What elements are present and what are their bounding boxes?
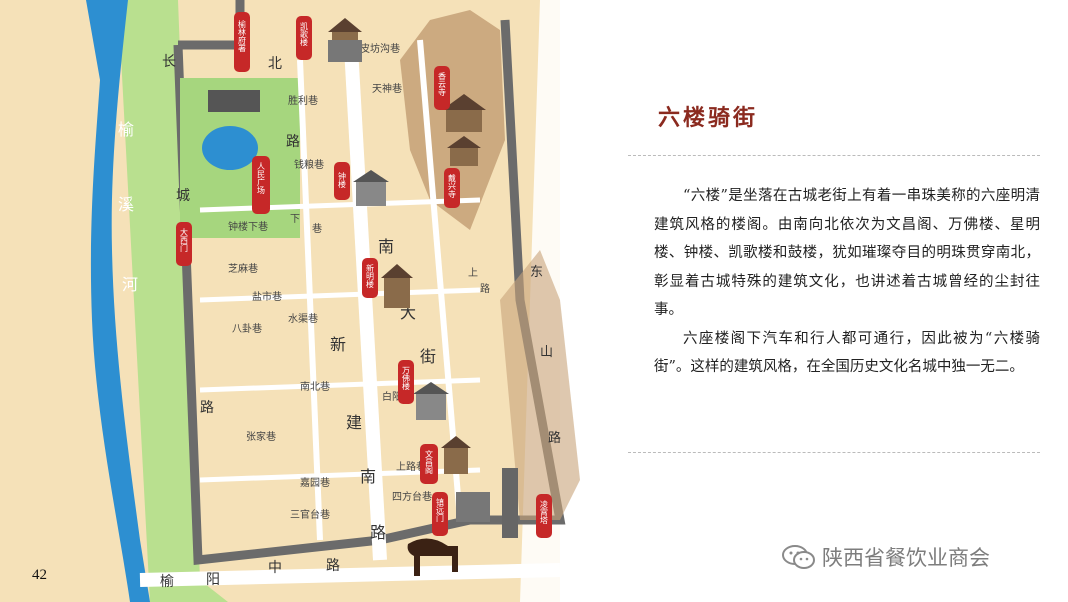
- marker-wanfo: 万佛楼: [398, 360, 414, 404]
- cross-street-1: [199, 197, 481, 213]
- marker-lingxiao: 凌霄塔: [536, 494, 552, 538]
- city-map: 榆 溪 河 长 城 路 北 路 榆 阳 中 路 南 大 街 新 建 南 路 东 …: [0, 0, 620, 602]
- alley-sanguan: 三官台巷: [290, 508, 330, 521]
- west-road-1: 长: [162, 54, 176, 70]
- river-label-1: 榆: [118, 120, 134, 139]
- marker-wenchang-label: 文昌阁: [425, 449, 434, 475]
- gate-zhenyuan-icon: [456, 492, 490, 522]
- alley-shanglu: 上路巷: [396, 460, 426, 473]
- secondary-street: [297, 59, 323, 541]
- marker-xingming-label: 新明楼: [366, 263, 375, 289]
- west-road-3: 路: [200, 400, 214, 416]
- cross-street-3: [199, 377, 481, 393]
- park-pond: [202, 126, 258, 170]
- cross-street-2: [199, 287, 481, 303]
- new-road-2: 建: [346, 413, 362, 432]
- marker-xingming: 新明楼: [362, 258, 378, 298]
- new-road-4: 路: [370, 523, 386, 542]
- marker-daximen-label: 大西门: [180, 227, 189, 253]
- alley-zhangjia: 张家巷: [246, 430, 276, 443]
- temple-xiangyun-icon: [442, 94, 486, 132]
- alley-extra-4: 路: [480, 282, 490, 295]
- pagoda-lingxiao-icon: [502, 468, 518, 538]
- marker-zhonglou-label: 钟楼: [338, 171, 347, 189]
- marker-daximen: 大西门: [176, 222, 192, 266]
- marker-wenchang: 文昌阁: [420, 444, 438, 484]
- marker-renmin: 人民广场: [252, 156, 270, 214]
- alley-zhima: 芝麻巷: [228, 262, 258, 275]
- west-road-2: 城: [176, 188, 190, 204]
- temple-daixing-icon: [447, 136, 481, 166]
- top-divider: [628, 155, 1040, 156]
- tower-wanfo-icon: [413, 382, 449, 420]
- east-road-3: 路: [548, 430, 561, 446]
- south-mountains: [500, 250, 580, 520]
- south-road-1: 榆: [160, 574, 174, 590]
- alley-qianhuo: 钱粮巷: [294, 158, 324, 171]
- tower-wenchang-icon: [441, 436, 471, 474]
- alley-nanbei: 南北巷: [300, 380, 330, 393]
- north-road-2: 路: [286, 134, 300, 150]
- marker-xiangyun-label: 香云寺: [438, 71, 447, 96]
- camel-icon: [407, 538, 458, 576]
- river-label-2: 溪: [118, 195, 134, 214]
- alley-extra-3: 上: [468, 267, 478, 279]
- east-road-2: 山: [540, 345, 553, 360]
- marker-renmin-label: 人民广场: [257, 162, 266, 195]
- river: [86, 0, 150, 602]
- alley-yanshi: 盐市巷: [252, 290, 282, 303]
- tower-xingming-icon: [381, 264, 413, 308]
- alley-jiayuan: 嘉园巷: [300, 476, 330, 489]
- river-label-3: 河: [122, 275, 138, 294]
- marker-zhenyuan: 镇远门: [432, 492, 448, 536]
- alley-pitong: 皮坊沟巷: [360, 42, 400, 55]
- south-road-2: 阳: [206, 572, 220, 588]
- article-paragraph-2: 六座楼阁下汽车和行人都可通行，因此被为“六楼骑街”。这样的建筑风格，在全国历史文…: [654, 330, 1040, 376]
- marker-yulin-fu: 榆林府署: [234, 12, 250, 72]
- new-road-1: 新: [330, 335, 346, 354]
- main-street-1: 南: [378, 237, 394, 256]
- main-street-3: 街: [420, 347, 436, 366]
- article-paragraph-1: “六楼”是坐落在古城老街上有着一串珠美称的六座明清建筑风格的楼阁。由南向北依次为…: [654, 188, 1040, 318]
- alley-sifang: 四方台巷: [392, 490, 432, 503]
- marker-xiangyun: 香云寺: [434, 66, 450, 110]
- north-road-1: 北: [268, 56, 282, 72]
- park-building: [208, 90, 260, 112]
- marker-zhonglou: 钟楼: [334, 162, 350, 200]
- marker-kaige: 凯歌楼: [296, 16, 312, 60]
- alley-extra-2: 巷: [312, 223, 322, 235]
- marker-lingxiao-label: 凌霄塔: [540, 499, 549, 525]
- article-title: 六楼骑街: [658, 106, 759, 131]
- article-body: “六楼”是坐落在古城老街上有着一串珠美称的六座明清建筑风格的楼阁。由南向北依次为…: [654, 182, 1040, 382]
- marker-wanfo-label: 万佛楼: [402, 366, 411, 391]
- south-road-4: 路: [326, 558, 340, 574]
- tower-gu-icon: [328, 40, 362, 62]
- south-road-3: 中: [268, 560, 282, 576]
- south-road: [139, 563, 561, 587]
- tower-zhonglou-icon: [353, 170, 389, 206]
- marker-daixing-label: 戴兴寺: [448, 173, 457, 198]
- wechat-icon: [782, 545, 815, 569]
- alley-shengli: 胜利巷: [288, 95, 318, 107]
- east-road-1: 东: [530, 265, 543, 280]
- new-road-3: 南: [360, 467, 376, 486]
- watermark: 陕西省餐饮业商会: [782, 542, 990, 572]
- alley-extra-1: 下: [290, 214, 300, 225]
- alley-zhong: 钟楼下巷: [228, 220, 268, 233]
- alley-bagua: 八卦巷: [232, 322, 262, 335]
- marker-kaige-label: 凯歌楼: [300, 21, 309, 47]
- alley-tianshen: 天神巷: [372, 82, 402, 95]
- alley-shuiqu: 水渠巷: [288, 313, 318, 325]
- page-number: 42: [32, 567, 47, 583]
- bottom-divider: [628, 452, 1040, 453]
- marker-daixing: 戴兴寺: [444, 168, 460, 208]
- marker-zhenyuan-label: 镇远门: [436, 497, 445, 523]
- watermark-text: 陕西省餐饮业商会: [822, 546, 990, 570]
- marker-yulin-fu-label: 榆林府署: [238, 19, 247, 53]
- grass-strip: [118, 0, 228, 602]
